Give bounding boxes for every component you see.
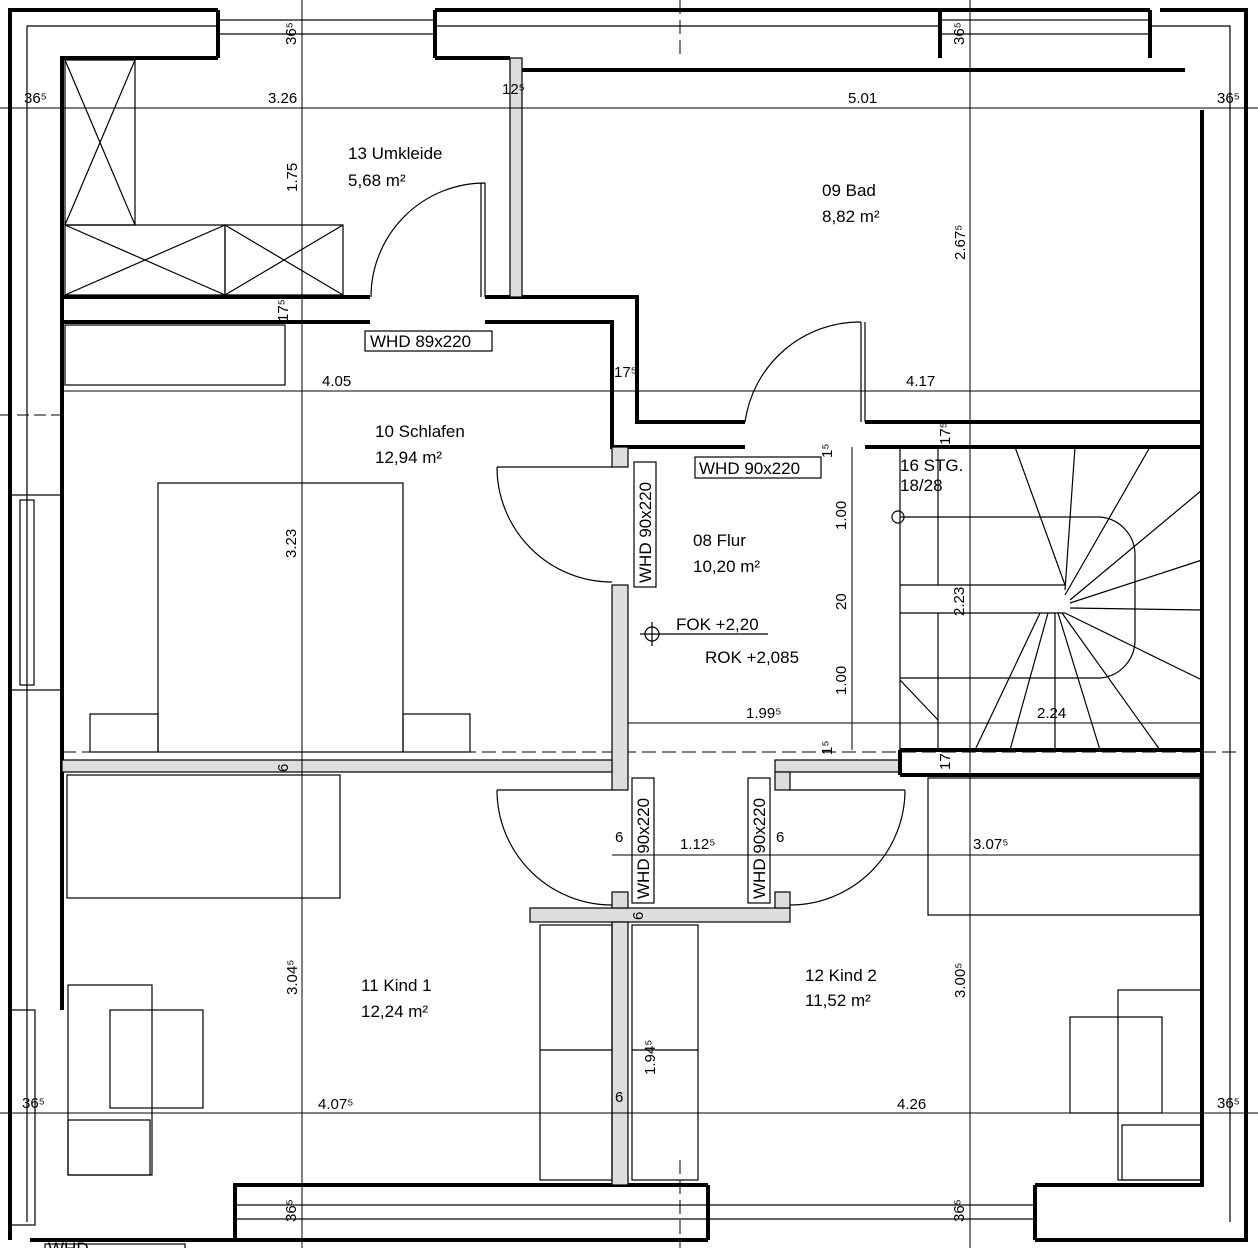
furniture	[64, 59, 1203, 1181]
room-area-kind1: 12,24 m²	[361, 1002, 428, 1021]
interior-walls	[61, 57, 1202, 1186]
dim-label: 36⁵	[1217, 90, 1240, 107]
dim-label: 17⁵	[614, 364, 637, 381]
dim-label: 17⁵	[937, 747, 954, 770]
dim-label: 3.26	[268, 90, 297, 107]
room-name-kind1: 11 Kind 1	[361, 976, 432, 995]
dim-label: 6	[630, 912, 647, 920]
door-label-flur-top: WHD 90x220	[699, 459, 800, 478]
door-label-bottom: WHD	[48, 1239, 89, 1248]
door-label-kind2: WHD 90x220	[750, 798, 769, 899]
dim-label: 1.12⁵	[680, 836, 715, 853]
level-rok: ROK +2,085	[705, 648, 799, 667]
room-name-flur: 08 Flur	[693, 531, 746, 550]
dim-label: 36⁵	[22, 1095, 45, 1112]
dim-label: 4.17	[906, 373, 935, 390]
dim-label: 1.00	[833, 501, 850, 530]
room-area-flur: 10,20 m²	[693, 557, 760, 576]
dim-label: 6	[776, 829, 784, 846]
room-area-bad: 8,82 m²	[822, 207, 880, 226]
dim-label: 17⁵	[937, 422, 954, 445]
room-area-schlafen: 12,94 m²	[375, 448, 442, 467]
room-name-bad: 09 Bad	[822, 181, 876, 200]
dim-label: 2.23	[951, 587, 968, 616]
dim-label: 4.26	[897, 1096, 926, 1113]
dim-label: 17⁵	[275, 299, 292, 322]
dim-label: 36⁵	[283, 1199, 300, 1222]
dim-label: 2.24	[1037, 705, 1066, 722]
dim-label: 4.05	[322, 373, 351, 390]
dim-label: 6	[615, 829, 623, 846]
dim-label: 20	[833, 593, 850, 610]
dim-label: 36⁵	[283, 22, 300, 45]
dim-label: 1⁵	[819, 740, 836, 755]
dim-label: 1⁵	[819, 443, 836, 458]
dimension-labels: 36⁵ 36⁵ 36⁵ 36⁵ 36⁵ 36⁵ 36⁵ 36⁵ 3.26 5.0…	[22, 22, 1240, 1222]
room-name-kind2: 12 Kind 2	[805, 966, 877, 985]
stairs-label: 16 STG.	[900, 456, 963, 475]
dim-label: 1.00	[833, 666, 850, 695]
dim-label: 3.23	[283, 529, 300, 558]
room-name-schlafen: 10 Schlafen	[375, 422, 465, 441]
dim-label: 12⁵	[502, 81, 525, 98]
door-label-schlafen: WHD 90x220	[636, 482, 655, 583]
dim-label: 36⁵	[951, 22, 968, 45]
door-label-umkleide: WHD 89x220	[370, 332, 471, 351]
staircase	[640, 446, 1203, 751]
room-area-kind2: 11,52 m²	[805, 991, 871, 1010]
level-fok: FOK +2,20	[676, 615, 759, 634]
bed	[157, 482, 404, 753]
dim-label: 3.07⁵	[973, 836, 1008, 853]
dim-label: 5.01	[848, 90, 877, 107]
room-area-umkleide: 5,68 m²	[348, 171, 406, 190]
dim-label: 3.00⁵	[952, 963, 969, 998]
dim-label: 4.07⁵	[318, 1096, 353, 1113]
room-name-umkleide: 13 Umkleide	[348, 144, 443, 163]
door-swings	[370, 182, 906, 906]
dim-label: 1.99⁵	[746, 705, 781, 722]
dim-label: 36⁵	[24, 90, 47, 107]
dim-label: 6	[275, 764, 292, 772]
dim-label: 1.94⁵	[642, 1040, 659, 1075]
dim-label: 6	[615, 1089, 623, 1106]
door-label-kind1: WHD 90x220	[634, 798, 653, 899]
stairs-ratio: 18/28	[900, 476, 943, 495]
dim-label: 3.04⁵	[284, 960, 301, 995]
dim-label: 36⁵	[1217, 1095, 1240, 1112]
dim-label: 1.75	[284, 163, 301, 192]
dim-label: 36⁵	[951, 1199, 968, 1222]
dim-label: 2.67⁵	[952, 225, 969, 260]
